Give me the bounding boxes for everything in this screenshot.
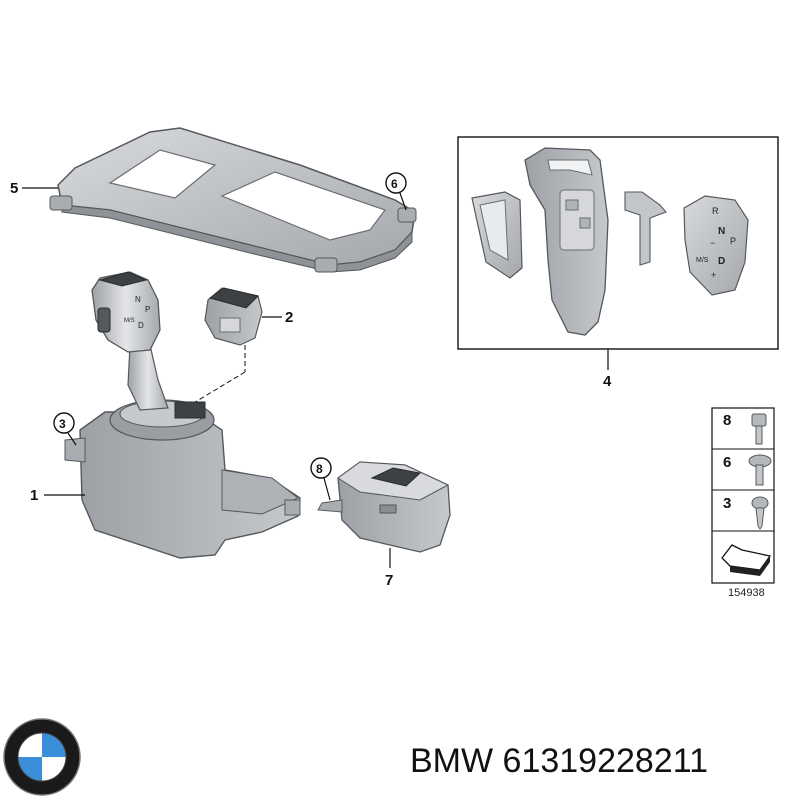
indicator-p-glyph: P [730,236,736,246]
indicator-plus-glyph: + [711,270,716,280]
legend-label-8: 8 [723,412,731,429]
callout-circle-3 [53,412,75,434]
gear-selector-part-1 [64,271,301,559]
knob-d-glyph: D [138,321,144,330]
indicator-r-glyph: R [712,206,719,216]
legend-label-6: 6 [723,454,731,471]
indicator-minus-glyph: − [710,238,715,248]
lever-exploded-view [471,147,749,336]
callout-circle-6 [385,172,407,194]
callout-1: 1 [30,487,38,504]
bmw-logo [3,718,81,796]
diagram-id: 154938 [728,587,765,599]
callout-2: 2 [285,309,293,326]
callout-5: 5 [10,180,18,197]
callout-7: 7 [385,572,393,589]
knob-ms-glyph: M/S [124,318,135,324]
knob-n-glyph: N [135,295,141,304]
trim-frame-part-5 [49,127,417,273]
callout-6: 6 [391,177,398,191]
leader-line-6 [399,192,407,211]
callout-8: 8 [316,462,323,476]
part-number-caption: BMW 61319228211 [410,742,709,780]
callout-3: 3 [59,417,66,431]
dashed-guide-2b [191,371,246,405]
knob-p-glyph: P [145,305,150,314]
legend-label-3: 3 [723,495,731,512]
leader-line-8 [323,477,331,501]
indicator-d-glyph: D [718,256,725,267]
leader-line-3 [67,432,77,446]
indicator-ms-glyph: M/S [696,257,709,264]
hardware-legend [711,407,775,584]
indicator-n-glyph: N [718,226,725,237]
parking-switch-part-7 [317,461,451,553]
switch-part-2 [204,287,263,346]
callout-circle-8 [310,457,332,479]
callout-4: 4 [603,373,612,390]
